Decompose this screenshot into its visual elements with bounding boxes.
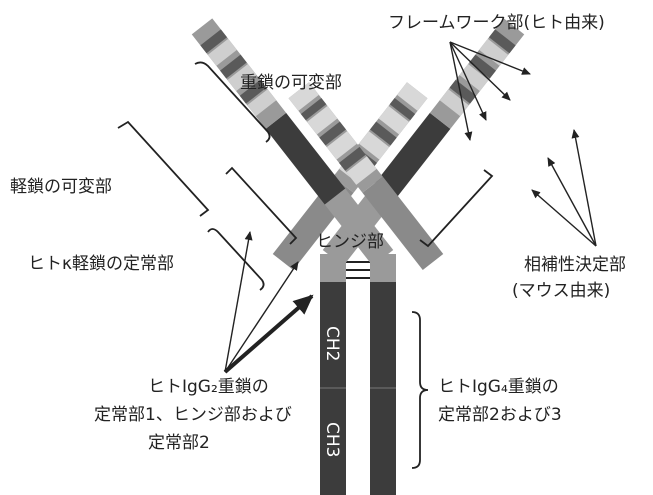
kappa-bracket	[207, 228, 265, 291]
igg2-label-line3: 定常部2	[148, 433, 210, 453]
fc-stem	[320, 254, 396, 495]
igg4-bracket	[411, 311, 429, 469]
heavy-variable-bracket	[194, 61, 271, 143]
igg2-label-line1: ヒトIgG₂重鎖の	[148, 377, 269, 397]
ch1-segment	[370, 112, 451, 205]
ch2-label: CH2	[322, 326, 342, 361]
kappa-constant-label: ヒトκ軽鎖の定常部	[28, 254, 174, 274]
hinge-disulfide-bonds	[346, 261, 370, 279]
igg4-label-line1: ヒトIgG₄重鎖の	[438, 377, 559, 397]
brackets	[117, 61, 494, 469]
light-variable-bracket	[117, 120, 210, 217]
light-variable-label: 軽鎖の可変部	[10, 177, 112, 197]
right-heavy-arm	[191, 18, 394, 267]
right-light-chain	[288, 82, 444, 271]
igg2-label-line2: 定常部1、ヒンジ部および	[94, 405, 292, 425]
arrows	[223, 41, 597, 374]
heavy-variable-label: 重鎖の可変部	[240, 73, 342, 93]
ch3-label: CH3	[322, 422, 342, 457]
left-constant-bracket	[225, 166, 298, 245]
ch1-label: CH1	[258, 178, 296, 218]
framework-label: フレームワーク部(ヒト由来)	[388, 13, 605, 33]
right-constant-bracket	[419, 169, 494, 248]
cdr-label-line1: 相補性決定部	[524, 255, 626, 275]
hinge-label: ヒンジ部	[316, 232, 384, 252]
igg4-label-line2: 定常部2および3	[438, 405, 562, 425]
cdr-label-line2: (マウス由来)	[512, 281, 610, 301]
